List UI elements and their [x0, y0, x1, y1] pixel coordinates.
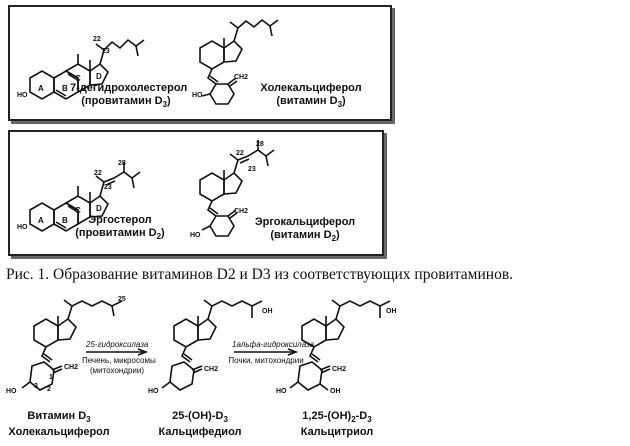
carbon-28-label: 28	[118, 160, 126, 167]
name-d-tail: -D	[355, 410, 368, 422]
name-1-25-oh2: 1,25-(OH)	[302, 410, 352, 422]
ch2-label: CH2	[234, 74, 249, 81]
location-kidney-mitochondria: Почки, митохондрии	[228, 356, 304, 365]
sub-index-d2: 2	[156, 232, 162, 242]
ch2-label-3: CH2	[64, 364, 79, 371]
ring-label-c-2: C	[75, 206, 81, 215]
sub-provitamin-d3: (провитамин D	[81, 95, 163, 107]
hydroxyl-label: HO	[17, 92, 28, 99]
name-ergosterol: Эргостерол	[88, 214, 152, 226]
name-cholecalciferol: Холекальциферол	[260, 82, 362, 94]
enzyme-1alpha-hydroxylase: 1альфа-гидроксилаза	[232, 340, 315, 349]
carbon-28-label-2: 28	[256, 141, 264, 148]
carbon-23-label-3: 23	[248, 166, 256, 173]
carbon-23-label-2: 23	[104, 184, 112, 191]
name-25-oh-d3: 25-(OH)-D	[172, 410, 224, 422]
panel-vitamin-d3	[8, 5, 392, 121]
label-calcifediol: 25-(OH)-D3 Кальцифедиол	[150, 410, 250, 439]
ring-number-2: 2	[47, 386, 51, 393]
ring-label-b-2: B	[62, 216, 68, 225]
ring-number-1: 1	[49, 374, 53, 381]
ring-number-3: 3	[34, 383, 38, 390]
location-mitochondria: (митохондрии)	[89, 366, 145, 375]
index-d3-tail: 3	[367, 415, 372, 425]
ring-label-b: B	[62, 84, 68, 93]
ch2-label-4: CH2	[204, 366, 219, 373]
hydroxyl-label-3: HO	[17, 224, 28, 231]
molecule-7-dehydrocholesterol	[29, 38, 145, 100]
name-calcitriol: Кальцитриол	[300, 426, 374, 439]
label-cholecalciferol: Холекальциферол (витамин D3)	[256, 82, 366, 111]
location-liver-microsomes: Печень, микросомы	[82, 356, 156, 365]
oh-label-25-2: OH	[386, 308, 397, 315]
enzyme-25-hydroxylase: 25-гидроксилаза	[86, 340, 149, 349]
panel-vitamin-d2	[8, 130, 384, 256]
sub-index-d3: 3	[162, 100, 168, 110]
ring-label-d: D	[96, 72, 102, 81]
ring-label-a: A	[38, 84, 44, 93]
sub-vitamin-d3: (витамин D	[276, 95, 338, 107]
hydroxyl-label-7: HO	[276, 388, 287, 395]
carbon-22-label: 22	[93, 36, 101, 43]
figure-caption: Рис. 1. Образование витаминов D2 и D3 из…	[6, 266, 514, 283]
hydroxyl-label-5: HO	[6, 388, 17, 395]
oh-label-25: OH	[262, 308, 273, 315]
molecule-calcitriol	[289, 299, 391, 391]
name-calcifediol: Кальцифедиол	[158, 426, 242, 439]
carbon-25-label: 25	[118, 296, 126, 303]
index-vitamin-d3: 3	[86, 415, 91, 425]
carbon-22-label-3: 22	[236, 150, 244, 157]
oh-label-1: OH	[330, 388, 341, 395]
name-vitamin-d3: Витамин D	[27, 410, 87, 422]
sub-provitamin-d2: (провитамин D	[75, 227, 157, 239]
ring-label-c: C	[75, 74, 81, 83]
carbon-23-label: 23	[102, 48, 110, 55]
hydroxyl-label-4: HO	[190, 232, 201, 239]
index-oh2: 2	[351, 415, 356, 425]
sub-index-d2-right: 2	[331, 234, 337, 244]
index-25-oh-d3: 3	[223, 415, 228, 425]
name-cholecalciferol-2: Холекальциферол	[8, 426, 110, 439]
carbon-22-label-2: 22	[94, 170, 102, 177]
molecule-cholecalciferol	[199, 18, 279, 105]
ring-label-d-2: D	[96, 204, 102, 213]
hydroxyl-label-6: HO	[148, 388, 159, 395]
label-ergocalciferol: Эргокальциферол (витамин D2)	[250, 216, 360, 245]
molecule-vitamin-d3	[21, 299, 123, 391]
ring-label-a-2: A	[38, 216, 44, 225]
label-calcitriol: 1,25-(OH)2-D3 Кальцитриол	[282, 410, 392, 439]
name-ergocalciferol: Эргокальциферол	[254, 216, 356, 228]
molecule-ergocalciferol	[199, 140, 275, 237]
label-7-dehydrocholesterol: 7-дегидрохолестерол (провитамин D3)	[70, 82, 188, 110]
sub-index-d3-right: 3	[337, 100, 343, 110]
reaction-arrow-2	[234, 348, 299, 356]
reaction-arrow-1	[86, 348, 149, 356]
ch2-label-2: CH2	[234, 208, 249, 215]
label-vitamin-d3: Витамин D3 Холекальциферол	[4, 410, 114, 439]
molecule-calcifediol	[161, 299, 263, 391]
name-7-dehydrocholesterol: 7-дегидрохолестерол	[70, 82, 188, 94]
label-ergosterol: Эргостерол (провитамин D2)	[70, 214, 170, 243]
sub-vitamin-d2: (витамин D	[270, 229, 332, 241]
ch2-label-5: CH2	[332, 366, 347, 373]
hydroxyl-label-2: HO	[192, 92, 203, 99]
molecule-ergosterol	[29, 162, 141, 232]
